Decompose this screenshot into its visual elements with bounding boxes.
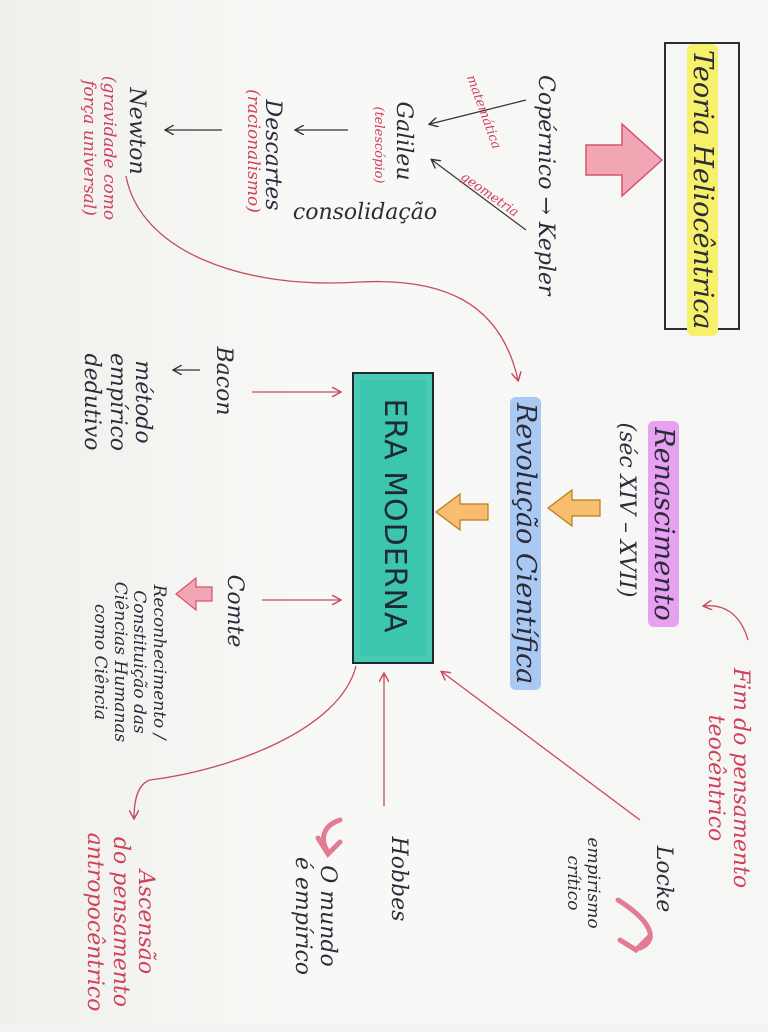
anthropocentric-label: Ascensão do pensamento antropocêntrico xyxy=(82,832,158,1012)
era-moderna-label: ERA MODERNA xyxy=(377,398,412,634)
pink-curve-hobbes xyxy=(315,817,343,858)
big-pink-arrow xyxy=(585,122,664,198)
gravity-label: (gravidade como força universal) xyxy=(79,75,119,221)
orange-arrow-renascimento xyxy=(547,488,601,528)
rationalism-label: (racionalismo) xyxy=(243,89,263,213)
consolidation-label: consolidação xyxy=(292,200,438,225)
pink-arrow-comte xyxy=(175,576,213,612)
locke-label: Locke xyxy=(651,845,676,913)
arrow-copernico-galileu-2 xyxy=(432,160,527,231)
comte-label: Comte xyxy=(222,574,247,648)
renaissance-label: Renascimento xyxy=(643,399,679,649)
bacon-method-label: método empírico dedutivo xyxy=(79,352,155,452)
heliocentric-title: Teoria Heliocêntrica xyxy=(682,44,718,336)
scientific-revolution-label: Revolução Científica xyxy=(505,397,541,691)
comte-note-label: Reconhecimento / Constituição das Ciênci… xyxy=(90,581,169,743)
orange-arrow-revolucao xyxy=(435,492,489,532)
curve-era-ascensao xyxy=(134,665,357,818)
bacon-label: Bacon xyxy=(211,346,236,416)
hobbes-note-label: O mundo é empírico xyxy=(289,856,340,976)
locke-note-label: empirismo crítico xyxy=(563,837,603,929)
curve-fim-renascimento xyxy=(704,606,749,641)
end-theocentric-label: Fim do pensamento teocêntrico xyxy=(702,667,753,889)
newton-label: Newton xyxy=(124,87,149,175)
consolidation-curve xyxy=(125,175,518,380)
pink-curve-locke xyxy=(615,897,653,954)
hobbes-label: Hobbes xyxy=(386,836,411,922)
arrow-copernico-galileu-1 xyxy=(430,99,527,124)
renaissance-period-label: (séc XIV – XVII) xyxy=(614,422,639,598)
galileu-label: Galileu xyxy=(391,101,416,181)
arrow-locke-era xyxy=(442,672,641,821)
telescope-label: (telescópio) xyxy=(371,106,386,184)
era-moderna-box xyxy=(352,372,434,664)
copernicus-kepler-label: Copérnico → Kepler xyxy=(533,75,558,296)
